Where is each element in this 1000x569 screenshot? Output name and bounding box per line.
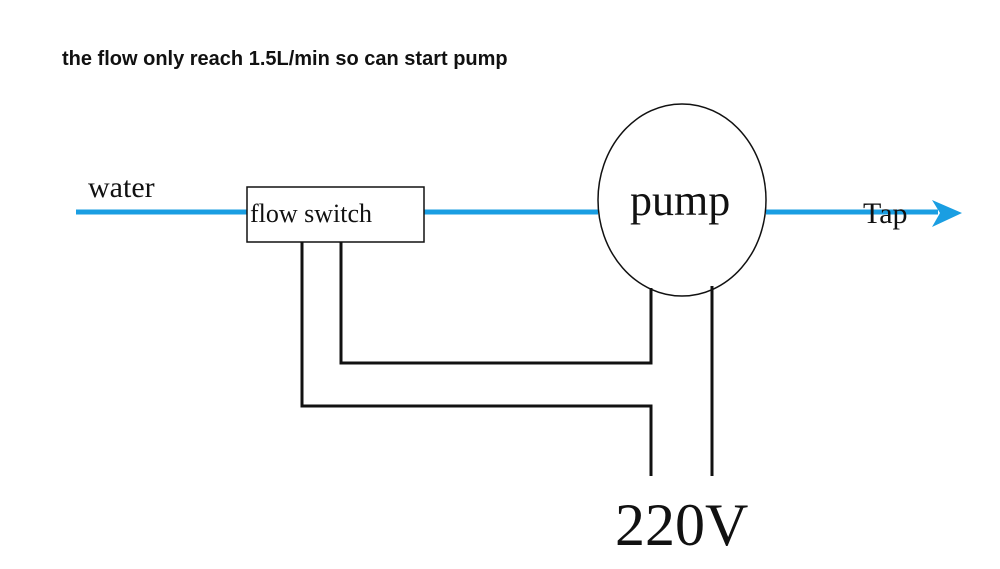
switch-to-pump-wire	[339, 242, 653, 365]
tap-label: Tap	[863, 197, 908, 230]
pump-circle	[597, 103, 767, 297]
tap-arrow-head	[932, 200, 962, 227]
pump-label: pump	[630, 176, 730, 225]
switch-to-power-wire	[300, 242, 653, 476]
diagram-caption: the flow only reach 1.5L/min so can star…	[62, 48, 508, 70]
voltage-label: 220V	[615, 492, 748, 558]
flow-switch-box	[246, 186, 425, 243]
flow-switch-label: flow switch	[250, 199, 372, 228]
water-label: water	[88, 171, 155, 204]
